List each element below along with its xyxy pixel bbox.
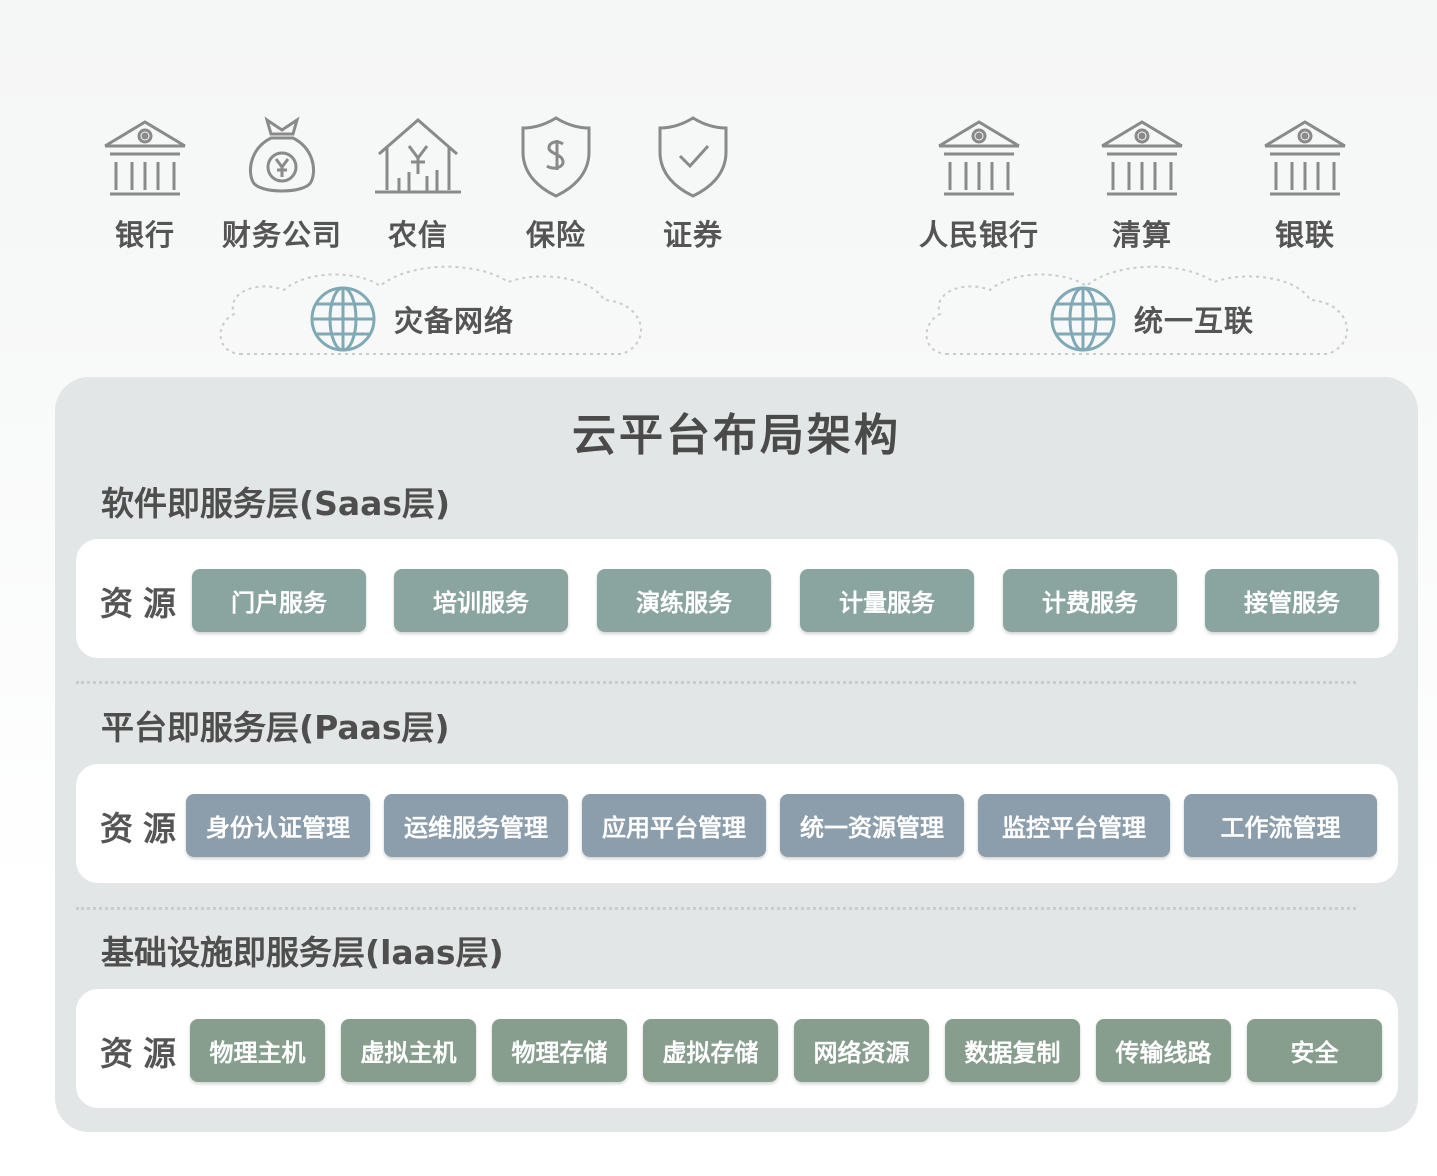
institution-label: 清算 (1111, 218, 1172, 252)
iaas-chip[interactable]: 虚拟存储 (643, 1019, 778, 1082)
money-bag-icon (248, 116, 316, 193)
saas-chip[interactable]: 计费服务 (1003, 569, 1177, 632)
globe-icon (1050, 286, 1116, 352)
institution-peoples-bank: 人民银行 (904, 112, 1054, 254)
institution-bank: 银行 (70, 112, 220, 254)
rural-credit-house-icon (375, 118, 461, 194)
bank-icon (1264, 120, 1346, 196)
bank-icon (1101, 120, 1183, 196)
resource-label: 资源 (100, 1034, 186, 1073)
layer-divider (76, 681, 1356, 684)
paas-resource-box: 资源 身份认证管理 运维服务管理 应用平台管理 统一资源管理 监控平台管理 工作… (76, 764, 1398, 883)
securities-shield-icon (658, 116, 728, 198)
iaas-chip[interactable]: 物理主机 (190, 1019, 325, 1082)
bank-icon (938, 120, 1020, 196)
iaas-chip[interactable]: 安全 (1247, 1019, 1382, 1082)
institution-unionpay: 银联 (1230, 112, 1380, 254)
iaas-layer-title: 基础设施即服务层(laas层) (101, 933, 504, 972)
resource-label: 资源 (100, 809, 186, 848)
paas-chip[interactable]: 应用平台管理 (582, 794, 766, 857)
panel-title: 云平台布局架构 (572, 410, 901, 461)
iaas-chip[interactable]: 虚拟主机 (341, 1019, 476, 1082)
cloud-outline (925, 265, 1348, 355)
institution-label: 保险 (525, 218, 586, 252)
network-cloud-unified-interconnect: 统一互联 (918, 262, 1358, 358)
iaas-chip[interactable]: 网络资源 (794, 1019, 929, 1082)
cloud-outline (219, 265, 642, 355)
institution-label: 银行 (114, 218, 175, 252)
iaas-resource-box: 资源 物理主机 虚拟主机 物理存储 虚拟存储 网络资源 数据复制 传输线路 安全 (76, 989, 1398, 1108)
institution-label: 农信 (387, 218, 448, 252)
institution-clearing: 清算 (1067, 112, 1217, 254)
institution-label: 人民银行 (918, 218, 1039, 252)
paas-chip[interactable]: 监控平台管理 (978, 794, 1170, 857)
institution-finance-company: 财务公司 (207, 112, 357, 254)
institution-securities: 证券 (618, 112, 768, 254)
saas-chip[interactable]: 计量服务 (800, 569, 974, 632)
paas-chip[interactable]: 工作流管理 (1184, 794, 1377, 857)
bank-icon (104, 120, 186, 196)
institution-label: 财务公司 (221, 218, 342, 252)
institution-insurance: 保险 (481, 112, 631, 254)
saas-layer-title: 软件即服务层(Saas层) (101, 484, 451, 523)
saas-chip[interactable]: 接管服务 (1205, 569, 1379, 632)
iaas-chip[interactable]: 物理存储 (492, 1019, 627, 1082)
saas-chip[interactable]: 培训服务 (394, 569, 568, 632)
paas-layer-title: 平台即服务层(Paas层) (101, 708, 450, 747)
institution-label: 证券 (662, 218, 723, 252)
globe-icon (310, 286, 376, 352)
network-cloud-disaster-recovery: 灾备网络 (212, 262, 652, 358)
paas-chip[interactable]: 统一资源管理 (780, 794, 964, 857)
iaas-chip[interactable]: 数据复制 (945, 1019, 1080, 1082)
saas-chip[interactable]: 门户服务 (192, 569, 366, 632)
institution-rural-credit: 农信 (343, 112, 493, 254)
paas-chip[interactable]: 身份认证管理 (186, 794, 370, 857)
paas-chip[interactable]: 运维服务管理 (384, 794, 568, 857)
cloud-platform-panel: 云平台布局架构 软件即服务层(Saas层) 资源 门户服务 培训服务 演练服务 … (55, 377, 1418, 1132)
insurance-shield-icon (521, 116, 591, 198)
network-label: 统一互联 (1134, 304, 1255, 338)
iaas-chip[interactable]: 传输线路 (1096, 1019, 1231, 1082)
network-label-group: 统一互联 (1048, 284, 1254, 354)
network-label: 灾备网络 (394, 304, 515, 338)
resource-label: 资源 (100, 584, 186, 623)
saas-resource-box: 资源 门户服务 培训服务 演练服务 计量服务 计费服务 接管服务 (76, 539, 1398, 658)
saas-chip[interactable]: 演练服务 (597, 569, 771, 632)
network-label-group: 灾备网络 (308, 284, 514, 354)
institution-label: 银联 (1274, 218, 1335, 252)
layer-divider (76, 907, 1356, 910)
